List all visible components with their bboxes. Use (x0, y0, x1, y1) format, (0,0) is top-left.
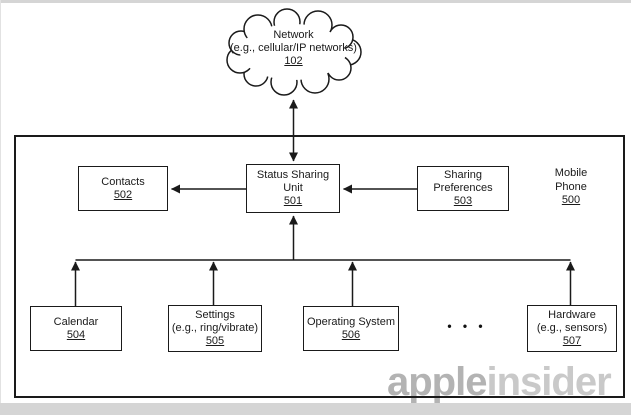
frame-bottom-edge (0, 403, 631, 415)
box-status-sharing-unit: Status Sharing Unit 501 (246, 164, 340, 213)
box-operating-system: Operating System 506 (303, 306, 399, 351)
network-label-line2: (e.g., cellular/IP networks) (230, 42, 357, 54)
frame-top-edge (0, 0, 631, 3)
box-contacts: Contacts 502 (78, 166, 168, 211)
ssu-ref: 501 (283, 195, 303, 207)
hardware-label-line2: (e.g., sensors) (536, 322, 608, 334)
contacts-ref: 502 (113, 188, 133, 201)
settings-label-line1: Settings (195, 309, 235, 321)
prefs-ref: 503 (453, 195, 473, 207)
os-ref: 506 (341, 328, 361, 341)
network-cloud-label: Network (e.g., cellular/IP networks) 102 (218, 29, 369, 68)
hardware-label-line1: Hardware (548, 309, 596, 321)
box-calendar: Calendar 504 (30, 306, 122, 351)
box-settings: Settings (e.g., ring/vibrate) 505 (168, 305, 262, 352)
os-label: Operating System (306, 315, 396, 328)
ssu-label-line1: Status Sharing (256, 169, 330, 181)
prefs-label-line1: Sharing (444, 169, 482, 181)
network-ref: 102 (284, 55, 303, 67)
ssu-label-line2: Unit (283, 182, 303, 194)
calendar-label: Calendar (53, 315, 99, 328)
mobile-phone-container (14, 135, 625, 398)
network-cloud-shape (226, 8, 362, 96)
calendar-ref: 504 (66, 328, 86, 341)
box-sharing-preferences: Sharing Preferences 503 (417, 166, 509, 211)
prefs-label-line2: Preferences (433, 182, 493, 194)
hardware-ref: 507 (562, 335, 582, 347)
box-hardware: Hardware (e.g., sensors) 507 (527, 305, 617, 352)
settings-ref: 505 (205, 335, 225, 347)
mobile-phone-ref: 500 (561, 194, 581, 206)
frame-left-edge (0, 0, 1, 403)
mobile-label-line2: Phone (555, 180, 587, 193)
network-label-line1: Network (273, 29, 314, 41)
mobile-label-line1: Mobile (554, 167, 588, 179)
ellipsis-dots: • • • (447, 319, 487, 333)
settings-label-line2: (e.g., ring/vibrate) (171, 322, 259, 334)
mobile-phone-label: Mobile Phone 500 (536, 167, 606, 208)
contacts-label: Contacts (101, 175, 145, 188)
